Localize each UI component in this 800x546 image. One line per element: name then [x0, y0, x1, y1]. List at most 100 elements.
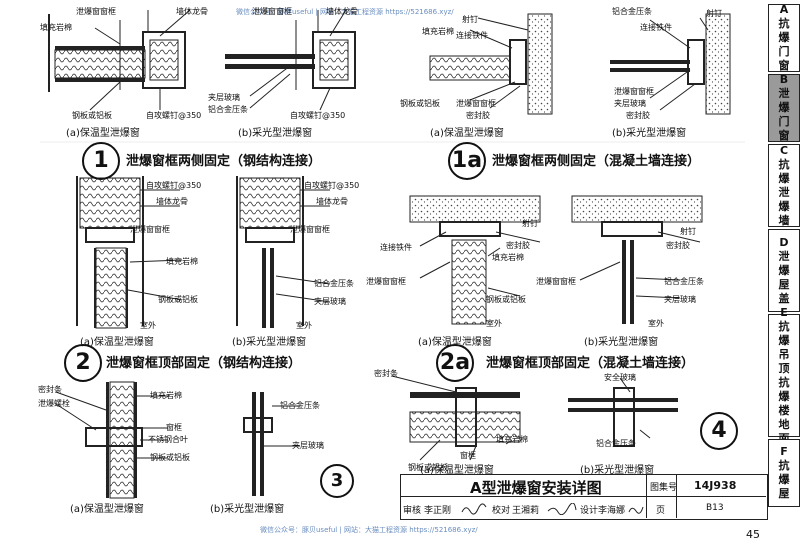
label-sealant-1a-b: 密封胶 [626, 111, 650, 120]
detail-2a-daylight-concrete [571, 195, 703, 324]
section-number-2a: 2a [436, 344, 474, 382]
label-rockwool-2: 填充岩棉 [166, 257, 198, 266]
detail-4b-daylight [568, 377, 678, 447]
caption-1-b: (b)采光型泄爆窗 [238, 128, 313, 139]
page-label: 页 [656, 506, 666, 516]
title-block [400, 474, 768, 520]
check-signature [546, 500, 578, 516]
page-number: 45 [746, 528, 760, 541]
chapter-tab-char: 盖 [778, 291, 790, 305]
chapter-tab-char: 门 [778, 45, 790, 58]
chapter-tab-char: 爆 [778, 333, 790, 347]
label-keel: 墙体龙骨 [176, 7, 208, 16]
label-nail-2a: 射钉 [522, 219, 538, 228]
label-bead-4: 铝合金压条 [596, 439, 636, 448]
detail-2b-daylight-steel [236, 176, 331, 328]
label-window-frame-4: 窗框 [460, 451, 476, 460]
section-number-2: 2 [64, 344, 102, 382]
chapter-tab-char: 抗 [778, 17, 790, 30]
chapter-tab-letter: E [780, 305, 788, 319]
review-name: 李正刚 [424, 506, 452, 516]
chapter-tab-char: 楼 [778, 403, 790, 417]
chapter-tab-char: 屋 [778, 277, 790, 291]
title-block-vline-2 [676, 474, 677, 518]
title-block-vline-1 [646, 474, 647, 518]
detail-1a-daylight-concrete [610, 13, 731, 115]
chapter-tab-char: 爆 [778, 31, 790, 44]
chapter-tab-char: 爆 [778, 263, 790, 277]
label-glass-1a-b: 夹层玻璃 [614, 99, 646, 108]
label-frame-2b: 泄爆窗窗框 [290, 225, 330, 234]
chapter-tab-char: 墙 [778, 213, 790, 227]
label-bead-1a-b: 铝合金压条 [612, 7, 652, 16]
label-hinge-3: 不锈钢合叶 [148, 435, 188, 444]
check-name: 王湘莉 [512, 506, 540, 516]
caption-2-a: (a)保温型泄爆窗 [80, 337, 154, 348]
label-steel-2: 钢板或铝板 [158, 295, 198, 304]
label-frame: 泄爆窗窗框 [76, 7, 116, 16]
label-screw-2: 自攻螺钉@350 [146, 181, 202, 190]
label-screw-2b: 自攻螺钉@350 [304, 181, 360, 190]
label-steel-1a: 钢板或铝板 [400, 99, 440, 108]
section-title-1: 泄爆窗框两侧固定（钢结构连接） [126, 154, 322, 169]
detail-1b-daylight-steel [225, 9, 356, 111]
chapter-tab-char: 抗 [778, 319, 790, 333]
atlas-number: 14J938 [694, 479, 737, 492]
chapter-tab-char: 爆 [778, 101, 790, 114]
label-glass-3b: 夹层玻璃 [292, 441, 324, 450]
detail-1a-insulated-concrete [429, 13, 553, 115]
label-outdoor-2: 室外 [140, 321, 156, 330]
label-sealant-1a: 密封胶 [466, 111, 490, 120]
label-rockwool-1a: 填充岩棉 [422, 27, 454, 36]
label-window-frame-3: 窗框 [166, 423, 182, 432]
caption-2-b: (b)采光型泄爆窗 [232, 337, 307, 348]
label-frame-2: 泄爆窗窗框 [130, 225, 170, 234]
chapter-tab-letter: A [779, 3, 789, 16]
label-nail-2ab: 射钉 [680, 227, 696, 236]
label-rockwool-4: 填充岩棉 [496, 435, 528, 444]
chapter-tab-letter: D [779, 235, 789, 249]
label-keel-b: 墙体龙骨 [326, 7, 358, 16]
chapter-tab-char: 窗 [778, 59, 790, 72]
section-number-4: 4 [700, 412, 738, 450]
label-glass-2b: 夹层玻璃 [314, 297, 346, 306]
label-outdoor-2ab: 室外 [648, 319, 664, 328]
chapter-tab-char: 屋 [778, 487, 790, 500]
section-number-1a: 1a [448, 142, 486, 180]
label-sealant-2ab: 密封胶 [666, 241, 690, 250]
label-keel-2: 墙体龙骨 [156, 197, 188, 206]
label-frame-1a: 泄爆窗窗框 [456, 99, 496, 108]
label-nail-1a: 射钉 [462, 15, 478, 24]
design-label: 设计 [580, 506, 599, 516]
label-rockwool-3: 填充岩棉 [150, 391, 182, 400]
design-name: 李海娜 [598, 506, 626, 516]
caption-1-a: (a)保温型泄爆窗 [66, 128, 140, 139]
watermark-bottom: 微信公众号：豚贝useful | 网站：大猫工程资源 https://52168… [260, 526, 478, 534]
label-connector-1a-b: 连接铁件 [640, 23, 672, 32]
label-steel-plate: 钢板或铝板 [72, 111, 112, 120]
atlas-label: 图集号 [650, 483, 678, 493]
detail-4a-insulated [391, 375, 521, 461]
chapter-tab-char: 抗 [778, 157, 790, 171]
chapter-tab-char: 抗 [778, 375, 790, 389]
label-connector-2a: 连接铁件 [380, 243, 412, 252]
label-steel-3: 钢板或铝板 [150, 453, 190, 462]
section-title-2: 泄爆窗框顶部固定（钢结构连接） [106, 356, 302, 371]
section-title-2a: 泄爆窗框顶部固定（混凝土墙连接） [486, 356, 695, 371]
label-outdoor-2b: 室外 [296, 321, 312, 330]
label-seal-strip-3: 密封条 [38, 385, 62, 394]
caption-2a-b: (b)采光型泄爆窗 [584, 337, 659, 348]
label-steel-2a: 钢板或铝板 [486, 295, 526, 304]
section-number-1: 1 [82, 142, 120, 180]
chapter-tab-char: 爆 [778, 473, 790, 486]
label-frame-1a-b: 泄爆窗窗框 [614, 87, 654, 96]
chapter-tab-char: 面 [778, 431, 790, 445]
detail-2a-insulated-concrete [409, 195, 541, 325]
chapter-tab-char: 爆 [778, 199, 790, 213]
